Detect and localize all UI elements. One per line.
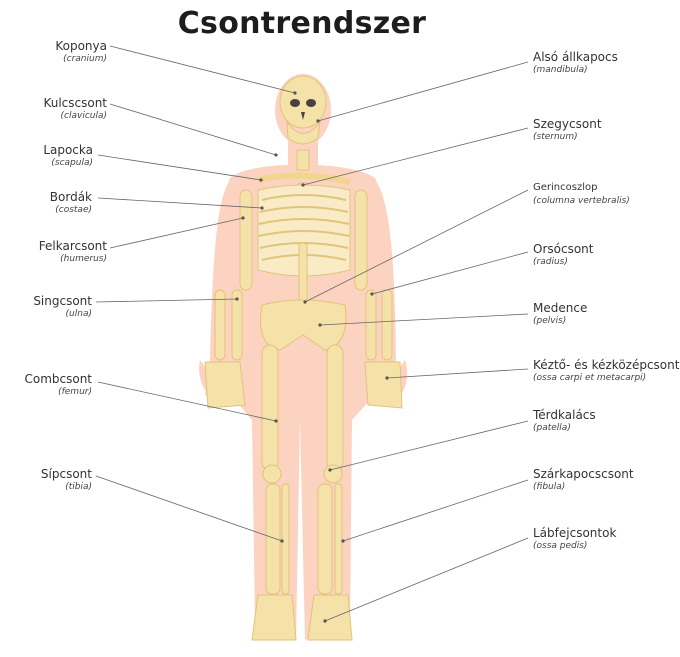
label-name: Combcsont (24, 372, 92, 386)
label-kezto-kezkozepcsontok: Kéztő- és kézközépcsontok (ossa carpi et… (533, 358, 680, 384)
label-latin: (cranium) (63, 54, 107, 64)
label-latin: (scapula) (51, 158, 93, 168)
label-latin: (humerus) (60, 254, 107, 264)
label-latin: (ossa pedis) (533, 541, 588, 551)
leader-lines (95, 45, 529, 622)
label-latin: (radius) (533, 257, 568, 267)
label-name: Kulcscsont (43, 96, 107, 110)
label-name: Felkarcsont (38, 239, 107, 253)
face-features (290, 99, 316, 120)
label-latin: (ulna) (65, 309, 92, 319)
label-latin: (pelvis) (533, 316, 567, 326)
label-latin: (sternum) (533, 132, 578, 142)
label-kulcscsont: Kulcscsont (clavicula) (43, 96, 107, 122)
label-name: Szárkapocscsont (533, 467, 634, 481)
label-name: Medence (533, 301, 588, 315)
label-latin: (fibula) (533, 482, 566, 492)
label-lapocka: Lapocka (scapula) (43, 143, 93, 169)
leader-dots (235, 91, 389, 623)
label-terdkalacs: Térdkalács (patella) (533, 408, 596, 434)
label-latin: (mandibula) (533, 65, 588, 75)
label-combcsont: Combcsont (femur) (24, 372, 92, 398)
label-medence: Medence (pelvis) (533, 301, 587, 327)
label-name: Kéztő- és kézközépcsontok (533, 358, 680, 372)
label-latin: (columna vertebralis) (533, 196, 630, 206)
label-also-allkapocs: Alsó állkapocs (mandibula) (533, 50, 618, 76)
label-name: Szegycsont (533, 117, 602, 131)
label-sipcsont: Sípcsont (tibia) (41, 467, 92, 493)
bones (204, 75, 403, 641)
label-felkarcsont: Felkarcsont (humerus) (39, 239, 107, 265)
label-name: Alsó állkapocs (533, 50, 618, 64)
label-name: Koponya (55, 39, 107, 53)
label-name: Orsócsont (533, 242, 594, 256)
label-latin: (costae) (55, 205, 92, 215)
label-name: Singcsont (33, 294, 92, 308)
label-name: Lábfejcsontok (533, 526, 617, 540)
diagram-title: Csontrendszer (177, 6, 427, 41)
label-szarkapocscsont: Szárkapocscsont (fibula) (533, 467, 634, 493)
label-latin: (clavicula) (60, 111, 107, 121)
label-koponya: Koponya (cranium) (55, 39, 107, 65)
label-name: Bordák (49, 190, 92, 204)
label-gerincoszlop: Gerincoszlop (columna vertebralis) (533, 181, 630, 207)
label-szegycsont: Szegycsont (sternum) (533, 117, 602, 143)
label-name: Sípcsont (40, 467, 92, 481)
label-orsocsont: Orsócsont (radius) (533, 242, 593, 268)
label-name: Lapocka (43, 143, 93, 157)
label-name: Térdkalács (533, 408, 596, 422)
label-name: Gerincoszlop (533, 182, 598, 193)
label-bordak: Bordák (costae) (50, 190, 92, 216)
label-latin: (femur) (58, 387, 92, 397)
label-latin: (tibia) (65, 482, 92, 492)
label-singcsont: Singcsont (ulna) (33, 294, 92, 320)
label-latin: (ossa carpi et metacarpi) (533, 373, 647, 383)
label-latin: (patella) (533, 423, 571, 433)
label-labfejcsontok: Lábfejcsontok (ossa pedis) (533, 526, 616, 552)
